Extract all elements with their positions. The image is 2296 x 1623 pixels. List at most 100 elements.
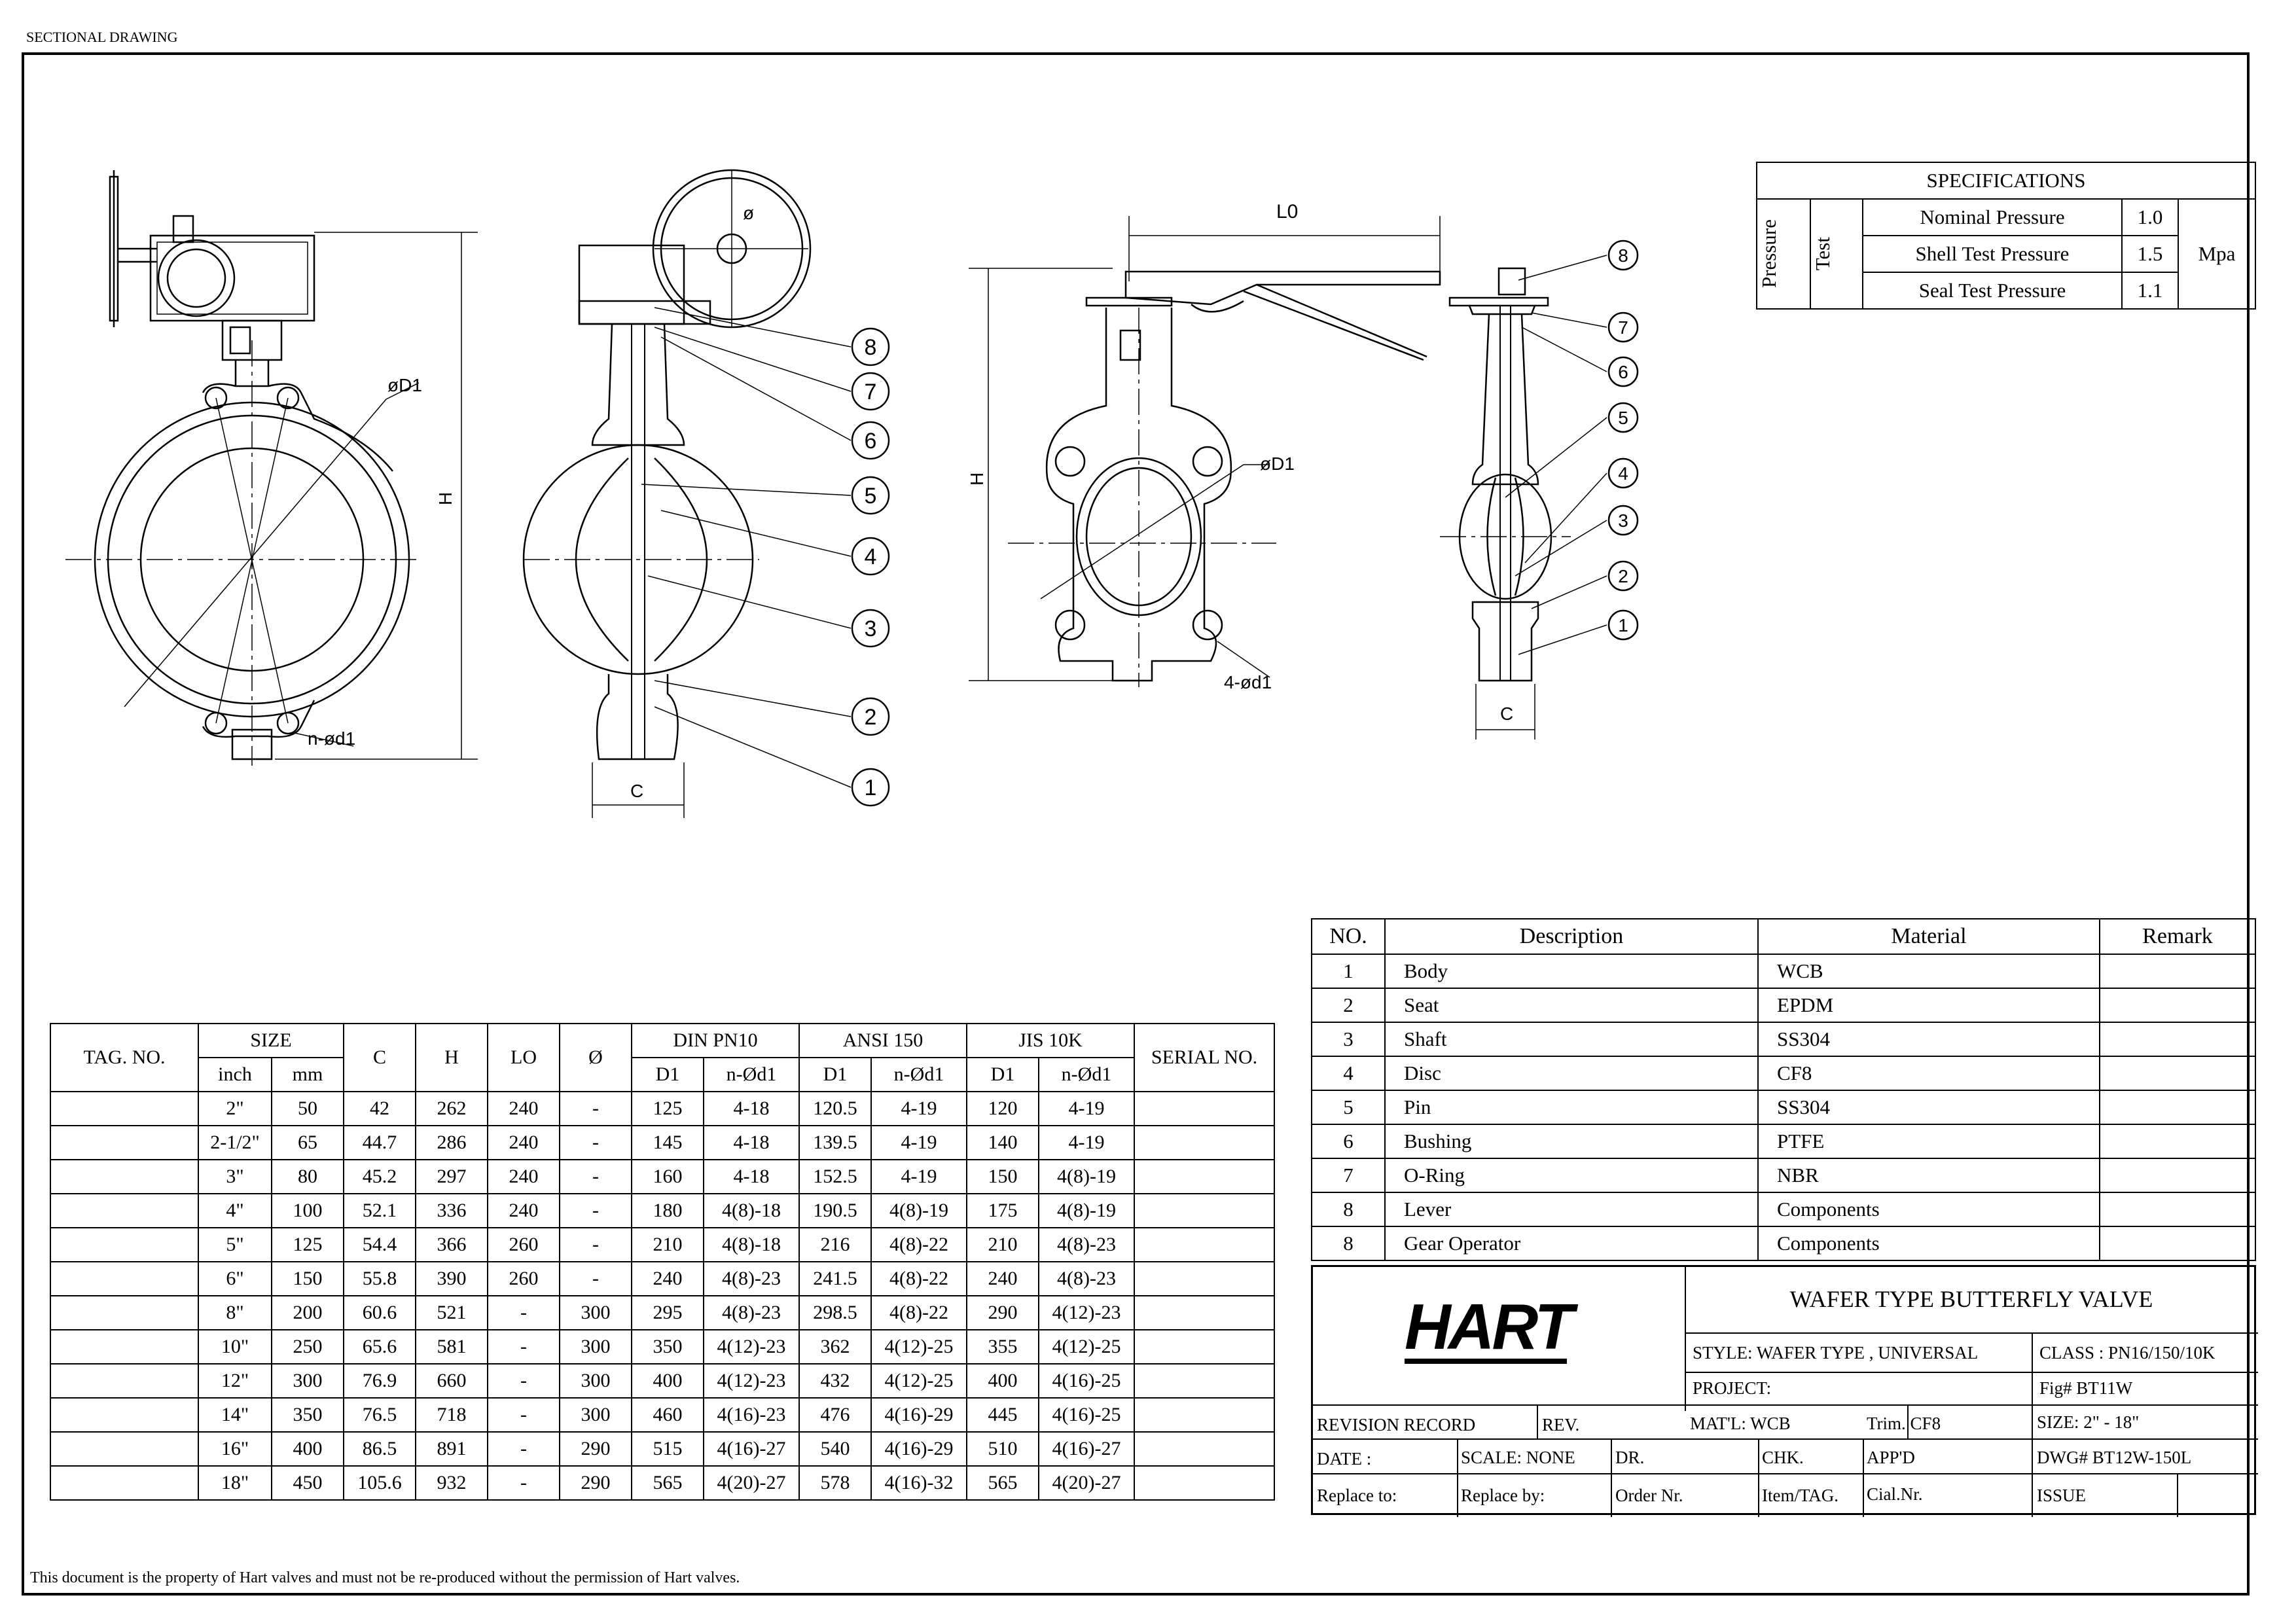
part-description: Lever: [1384, 1192, 1759, 1227]
size-cell: 295: [631, 1295, 704, 1330]
serial-cell: [1134, 1465, 1275, 1501]
tag-cell: [50, 1363, 199, 1399]
size-cell: 4(20)-27: [1038, 1465, 1135, 1501]
size-cell: 390: [415, 1261, 488, 1296]
size-cell: 100: [271, 1193, 344, 1228]
serial-cell: [1134, 1329, 1275, 1364]
spec-unit: Mpa: [2178, 198, 2256, 310]
th-jis-nd1: n-Ød1: [1038, 1057, 1135, 1092]
th-din-d1: D1: [631, 1057, 704, 1092]
size-cell: 52.1: [343, 1193, 416, 1228]
size-cell: 4-19: [1038, 1091, 1135, 1126]
title-block: HART WAFER TYPE BUTTERFLY VALVE STYLE: W…: [1311, 1265, 2258, 1517]
th-material: Material: [1757, 918, 2100, 955]
size-cell: 4(16)-27: [703, 1431, 800, 1467]
size-cell: 4-19: [870, 1091, 967, 1126]
size-cell: 260: [487, 1261, 560, 1296]
size-cell: 6": [198, 1261, 272, 1296]
size-cell: 4(8)-18: [703, 1227, 800, 1262]
fig-field: Fig# BT11W: [2039, 1378, 2133, 1398]
balloons-view-2: [851, 327, 890, 807]
size-cell: 4(16)-29: [870, 1397, 967, 1433]
size-cell: 180: [631, 1193, 704, 1228]
size-cell: 565: [631, 1465, 704, 1501]
part-material: PTFE: [1757, 1124, 2100, 1159]
size-cell: 4": [198, 1193, 272, 1228]
size-cell: 2-1/2": [198, 1125, 272, 1160]
spec-label: Seal Test Pressure: [1862, 272, 2123, 310]
size-cell: 125: [271, 1227, 344, 1262]
part-material: CF8: [1757, 1056, 2100, 1091]
size-cell: 152.5: [798, 1159, 872, 1194]
size-cell: 250: [271, 1329, 344, 1364]
th-no: NO.: [1311, 918, 1386, 955]
serial-cell: [1134, 1193, 1275, 1228]
size-cell: 4(8)-23: [703, 1261, 800, 1296]
balloon-3b: 3: [1618, 510, 1628, 531]
th-inch: inch: [198, 1057, 272, 1092]
size-cell: 4(16)-23: [703, 1397, 800, 1433]
spec-value: 1.1: [2121, 272, 2179, 310]
serial-cell: [1134, 1431, 1275, 1467]
balloon-1b: 1: [1618, 615, 1628, 635]
drawing-header: SECTIONAL DRAWING: [26, 29, 178, 45]
size-cell: 2": [198, 1091, 272, 1126]
balloon-7: 7: [865, 380, 877, 404]
serial-cell: [1134, 1091, 1275, 1126]
serial-cell: [1134, 1295, 1275, 1330]
size-cell: 4(16)-25: [1038, 1397, 1135, 1433]
spec-label: Shell Test Pressure: [1862, 235, 2123, 273]
size-cell: 4(8)-22: [870, 1227, 967, 1262]
lo-label: L0: [1276, 201, 1298, 223]
size-cell: 140: [966, 1125, 1039, 1160]
size-cell: -: [487, 1397, 560, 1433]
size-cell: 210: [966, 1227, 1039, 1262]
size-cell: 4(8)-22: [870, 1261, 967, 1296]
size-cell: 240: [487, 1193, 560, 1228]
size-cell: 4-19: [1038, 1125, 1135, 1160]
size-cell: 76.9: [343, 1363, 416, 1399]
part-remark: [2099, 988, 2256, 1023]
size-cell: 891: [415, 1431, 488, 1467]
size-cell: 262: [415, 1091, 488, 1126]
size-cell: 260: [487, 1227, 560, 1262]
th-jis-d1: D1: [966, 1057, 1039, 1092]
size-cell: 120.5: [798, 1091, 872, 1126]
th-ansi-nd1: n-Ød1: [870, 1057, 967, 1092]
size-cell: 145: [631, 1125, 704, 1160]
size-cell: 54.4: [343, 1227, 416, 1262]
size-cell: 578: [798, 1465, 872, 1501]
size-cell: 10": [198, 1329, 272, 1364]
item-tag-field: Item/TAG.: [1762, 1486, 1839, 1505]
tag-cell: [50, 1397, 199, 1433]
size-cell: 4(12)-23: [703, 1329, 800, 1364]
th-jis: JIS 10K: [966, 1023, 1135, 1058]
part-no: 8: [1311, 1192, 1386, 1227]
size-cell: 521: [415, 1295, 488, 1330]
size-cell: 286: [415, 1125, 488, 1160]
part-remark: [2099, 1022, 2256, 1057]
size-cell: 50: [271, 1091, 344, 1126]
th-lo: LO: [487, 1023, 560, 1092]
part-remark: [2099, 1226, 2256, 1261]
size-cell: 65.6: [343, 1329, 416, 1364]
size-cell: 86.5: [343, 1431, 416, 1467]
size-cell: 4(8)-23: [1038, 1261, 1135, 1296]
size-cell: 4(12)-25: [870, 1363, 967, 1399]
size-cell: 4(8)-18: [703, 1193, 800, 1228]
serial-cell: [1134, 1261, 1275, 1296]
chk-field: CHK.: [1762, 1448, 1804, 1467]
size-cell: 4(8)-23: [703, 1295, 800, 1330]
size-cell: -: [487, 1465, 560, 1501]
size-cell: 718: [415, 1397, 488, 1433]
size-cell: 4(8)-19: [1038, 1193, 1135, 1228]
serial-cell: [1134, 1125, 1275, 1160]
